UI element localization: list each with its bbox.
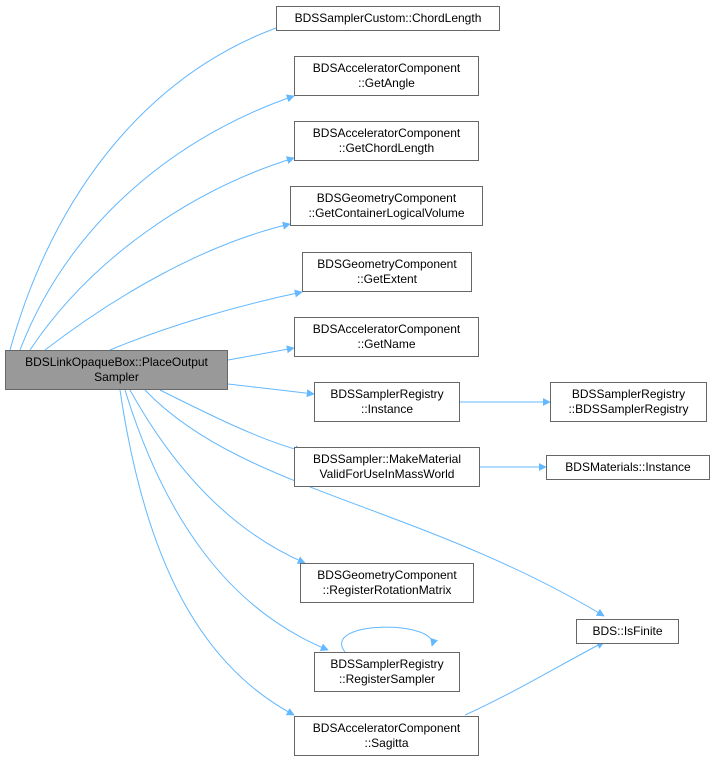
edge-root-to-getextent bbox=[109, 289, 303, 351]
edge-root-to-makematerial bbox=[159, 389, 303, 454]
node-label-line1: BDSSamplerCustom::ChordLength bbox=[294, 11, 482, 25]
node-registry-ctor[interactable]: BDSSamplerRegistry ::BDSSamplerRegistry bbox=[550, 382, 707, 422]
node-registry-instance[interactable]: BDSSamplerRegistry ::Instance bbox=[314, 382, 460, 422]
node-label-line1: BDSSamplerRegistry bbox=[330, 387, 444, 401]
root-node-placeoutputsampler: BDSLinkOpaqueBox::PlaceOutput Sampler bbox=[5, 350, 228, 390]
node-label-line2: ::BDSSamplerRegistry bbox=[568, 402, 689, 416]
node-chordlength[interactable]: BDSSamplerCustom::ChordLength bbox=[276, 6, 500, 31]
edge-root-to-chordlength bbox=[9, 20, 295, 351]
node-getangle[interactable]: BDSAcceleratorComponent ::GetAngle bbox=[294, 56, 479, 96]
node-label-line1: BDSSamplerRegistry bbox=[571, 387, 686, 401]
node-makematerial[interactable]: BDSSampler::MakeMaterial ValidForUseInMa… bbox=[294, 447, 480, 487]
node-getname[interactable]: BDSAcceleratorComponent ::GetName bbox=[294, 317, 479, 357]
node-label-line2: ::GetExtent bbox=[356, 272, 418, 286]
edge-sagitta-to-isfinite bbox=[464, 641, 605, 716]
node-label-line2: ::RegisterSampler bbox=[338, 672, 436, 686]
node-label-line1: BDSAcceleratorComponent bbox=[312, 721, 461, 735]
node-label-line1: BDSAcceleratorComponent bbox=[312, 126, 461, 140]
node-label-line2: ValidForUseInMassWorld bbox=[319, 467, 455, 481]
node-label-line1: BDSGeometryComponent bbox=[317, 257, 457, 271]
node-label-line1: BDSAcceleratorComponent bbox=[312, 61, 461, 75]
edge-root-to-registerrotationmatrix bbox=[129, 389, 306, 564]
edge-root-to-getchordlength bbox=[29, 156, 295, 351]
node-label-line2: ::Sagitta bbox=[364, 736, 409, 750]
node-label-line1: BDSAcceleratorComponent bbox=[312, 322, 461, 336]
node-registersampler[interactable]: BDSSamplerRegistry ::RegisterSampler bbox=[314, 652, 460, 692]
node-label-line2: Sampler bbox=[94, 370, 139, 384]
edge-root-to-getangle bbox=[19, 94, 295, 351]
edge-root-to-sagitta bbox=[119, 389, 295, 716]
node-materials-instance[interactable]: BDSMaterials::Instance bbox=[546, 455, 710, 480]
node-label-line2: ::RegisterRotationMatrix bbox=[322, 583, 452, 597]
node-registerrotationmatrix[interactable]: BDSGeometryComponent ::RegisterRotationM… bbox=[300, 563, 474, 603]
node-isfinite[interactable]: BDS::IsFinite bbox=[576, 619, 679, 644]
node-label-line2: ::GetContainerLogicalVolume bbox=[308, 206, 465, 220]
edge-root-to-registersampler bbox=[124, 389, 329, 651]
node-label-line1: BDSSampler::MakeMaterial bbox=[312, 452, 462, 466]
node-label-line2: ::GetChordLength bbox=[338, 141, 435, 155]
node-label-line2: ::GetName bbox=[357, 337, 416, 351]
node-label-line1: BDSSamplerRegistry bbox=[330, 657, 444, 671]
node-getextent[interactable]: BDSGeometryComponent ::GetExtent bbox=[302, 252, 472, 292]
node-getcontainerlogicalvolume[interactable]: BDSGeometryComponent ::GetContainerLogic… bbox=[290, 186, 483, 226]
node-getchordlength[interactable]: BDSAcceleratorComponent ::GetChordLength bbox=[294, 121, 479, 161]
edge-root-to-registry-instance bbox=[227, 383, 315, 398]
node-label-line1: BDSMaterials::Instance bbox=[565, 460, 691, 474]
edge-root-to-isfinite bbox=[144, 389, 605, 617]
node-label-line2: ::Instance bbox=[360, 402, 414, 416]
node-label-line1: BDSLinkOpaqueBox::PlaceOutput bbox=[25, 355, 208, 369]
edge-root-to-getname bbox=[227, 345, 295, 361]
node-label-line1: BDS::IsFinite bbox=[592, 624, 663, 638]
node-label-line2: ::GetAngle bbox=[358, 76, 415, 90]
edge-root-to-getcontainerlogicalvolume bbox=[44, 221, 291, 351]
node-label-line1: BDSGeometryComponent bbox=[316, 191, 457, 205]
node-sagitta[interactable]: BDSAcceleratorComponent ::Sagitta bbox=[294, 716, 479, 756]
edge-registersampler-self-loop bbox=[341, 626, 438, 653]
node-label-line1: BDSGeometryComponent bbox=[317, 568, 457, 582]
